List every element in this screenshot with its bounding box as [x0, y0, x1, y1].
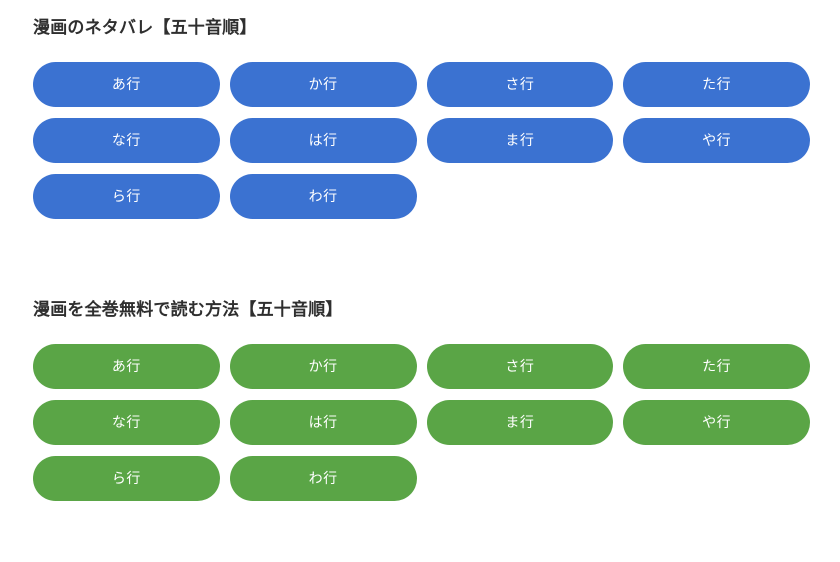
- section-free-read-method: 漫画を全巻無料で読む方法【五十音順】 あ行 か行 さ行 た行 な行 は行 ま行 …: [0, 285, 840, 501]
- kana-button-wa-gyou-freeread[interactable]: わ行: [229, 455, 417, 501]
- kana-button-a-gyou-spoilers[interactable]: あ行: [33, 61, 220, 107]
- kana-button-grid-spoilers: あ行 か行 さ行 た行 な行 は行 ま行 や行 ら行 わ行: [33, 61, 810, 219]
- page-title-free-read-method: 漫画を全巻無料で読む方法【五十音順】: [33, 300, 343, 319]
- page-title-manga-spoilers: 漫画のネタバレ【五十音順】: [33, 18, 257, 37]
- kana-button-ra-gyou-spoilers[interactable]: ら行: [33, 173, 220, 219]
- kana-button-ta-gyou-freeread[interactable]: た行: [623, 343, 810, 389]
- grid-wrapper-spoilers: あ行 か行 さ行 た行 な行 は行 ま行 や行 ら行 わ行: [33, 40, 810, 219]
- kana-button-ma-gyou-freeread[interactable]: ま行: [426, 399, 614, 445]
- kana-button-na-gyou-freeread[interactable]: な行: [33, 399, 220, 445]
- kana-button-ha-gyou-spoilers[interactable]: は行: [229, 117, 417, 163]
- heading-wrapper-spoilers: 漫画のネタバレ【五十音順】: [33, 0, 810, 40]
- section-manga-spoilers: 漫画のネタバレ【五十音順】 あ行 か行 さ行 た行 な行 は行 ま行 や行 ら行…: [0, 0, 840, 219]
- kana-button-ra-gyou-freeread[interactable]: ら行: [33, 455, 220, 501]
- grid-wrapper-freeread: あ行 か行 さ行 た行 な行 は行 ま行 や行 ら行 わ行: [33, 322, 810, 501]
- kana-button-ka-gyou-freeread[interactable]: か行: [229, 343, 417, 389]
- kana-button-ya-gyou-spoilers[interactable]: や行: [623, 117, 810, 163]
- kana-button-ha-gyou-freeread[interactable]: は行: [229, 399, 417, 445]
- kana-button-sa-gyou-freeread[interactable]: さ行: [426, 343, 614, 389]
- kana-button-na-gyou-spoilers[interactable]: な行: [33, 117, 220, 163]
- kana-button-wa-gyou-spoilers[interactable]: わ行: [229, 173, 417, 219]
- kana-button-grid-freeread: あ行 か行 さ行 た行 な行 は行 ま行 や行 ら行 わ行: [33, 343, 810, 501]
- heading-wrapper-freeread: 漫画を全巻無料で読む方法【五十音順】: [33, 285, 810, 322]
- kana-button-sa-gyou-spoilers[interactable]: さ行: [426, 61, 614, 107]
- kana-button-a-gyou-freeread[interactable]: あ行: [33, 343, 220, 389]
- kana-button-ma-gyou-spoilers[interactable]: ま行: [426, 117, 614, 163]
- kana-button-ka-gyou-spoilers[interactable]: か行: [229, 61, 417, 107]
- kana-button-ta-gyou-spoilers[interactable]: た行: [623, 61, 810, 107]
- kana-button-ya-gyou-freeread[interactable]: や行: [623, 399, 810, 445]
